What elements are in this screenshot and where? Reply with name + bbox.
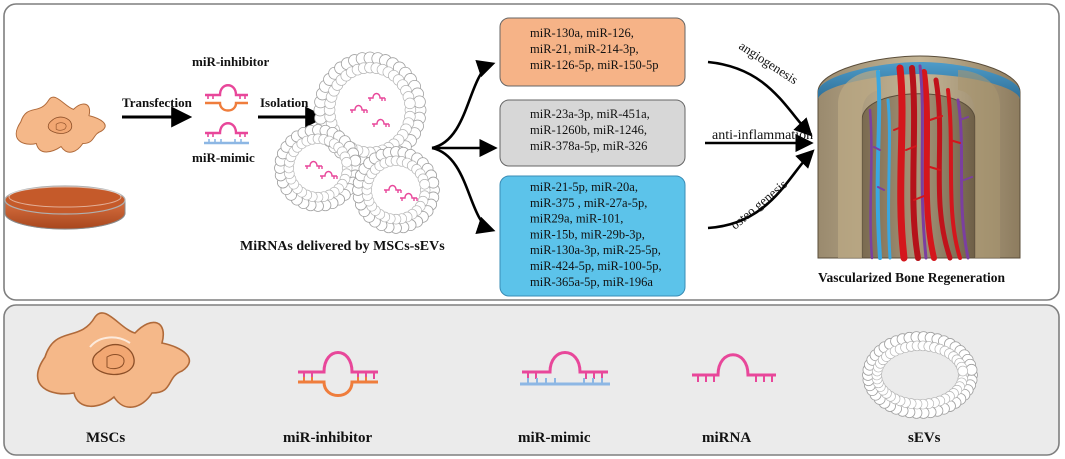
sevs-cluster xyxy=(274,51,440,234)
mirna-cargo-icon xyxy=(368,92,386,101)
mirna-cargo-icon xyxy=(372,118,390,127)
sev-vesicle xyxy=(862,331,978,419)
sev-vesicle xyxy=(352,146,440,234)
svg-text:miR-23a-3p, miR-451a,miR-1260b: miR-23a-3p, miR-451a, miR-1260b, miR-1246… xyxy=(530,107,650,153)
legend-mirna-icon xyxy=(692,353,776,382)
svg-text:miR-21-5p, miR-20a,miR-375 , m: miR-21-5p, miR-20a, miR-375 , miR-27a-5p,… xyxy=(530,180,662,289)
inflam-box-line: miR-378a-5p, miR-326 xyxy=(530,139,647,153)
effect-arrows xyxy=(705,60,815,230)
angio-box-line: miR-21, miR-214-3p, xyxy=(530,42,639,56)
mirna-cargo-icon xyxy=(305,160,323,169)
sev-vesicle xyxy=(274,124,362,212)
osteo-box-line: miR29a, miR-101, xyxy=(530,212,623,226)
anti-inflammation-box: miR-23a-3p, miR-451a, miR-1260b, miR-1246… xyxy=(499,99,686,167)
inflam-box-line: miR-23a-3p, miR-451a, xyxy=(530,107,650,121)
legend-mscs-icon xyxy=(37,312,191,408)
legend-mir-mimic-icon xyxy=(520,351,610,386)
legend-mir-inhibitor-icon xyxy=(298,351,378,397)
mir-mimic-label: miR-mimic xyxy=(192,150,255,165)
legend-mscs-label: MSCs xyxy=(86,430,125,446)
svg-text:miR-130a, miR-126,miR-21, miR-: miR-130a, miR-126, miR-21, miR-214-3p, miR… xyxy=(530,26,658,72)
mir-mimic-small-icon xyxy=(204,122,249,145)
vascularized-caption: Vascularized Bone Regeneration xyxy=(818,270,1005,285)
osteo-box-line: miR-375 , miR-27a-5p, xyxy=(530,196,647,210)
anti-inflammation-label: anti-inflammation xyxy=(712,128,813,143)
osteo-box-line: miR-365a-5p, miR-196a xyxy=(530,275,653,289)
msc-cell-icon xyxy=(15,96,106,153)
mirna-cargo-icon xyxy=(384,184,402,193)
osteo-box-line: miR-424-5p, miR-100-5p, xyxy=(530,259,662,273)
branch-arrows xyxy=(431,60,498,234)
mirna-cargo-icon xyxy=(400,192,418,201)
osteo-box-line: miR-130a-3p, miR-25-5p, xyxy=(530,243,661,257)
legend-panel xyxy=(3,304,1060,456)
petri-dish-icon xyxy=(4,185,126,230)
mir-inhibitor-small-icon xyxy=(205,84,248,112)
legend-mir-mimic-label: miR-mimic xyxy=(518,430,591,446)
mirna-cargo-icon xyxy=(320,170,338,179)
isolation-label: Isolation xyxy=(260,95,309,110)
mirna-cargo-icon xyxy=(350,104,368,113)
legend-mirna-label: miRNA xyxy=(702,430,751,446)
transfection-label: Transfection xyxy=(122,95,193,110)
osteo-box-line: miR-21-5p, miR-20a, xyxy=(530,180,638,194)
vascularized-bone-illustration xyxy=(817,55,1021,262)
delivered-caption: MiRNAs delivered by MSCs-sEVs xyxy=(240,239,445,254)
angio-box-line: miR-126-5p, miR-150-5p xyxy=(530,58,658,72)
inflam-box-line: miR-1260b, miR-1246, xyxy=(530,123,647,137)
angio-box-line: miR-130a, miR-126, xyxy=(530,26,634,40)
legend-sevs-label: sEVs xyxy=(908,430,941,446)
osteogenesis-box: miR-21-5p, miR-20a, miR-375 , miR-27a-5p,… xyxy=(499,175,686,297)
angiogenesis-box: miR-130a, miR-126, miR-21, miR-214-3p, miR… xyxy=(499,17,686,87)
legend-sevs-icon xyxy=(862,331,978,419)
legend-mir-inhibitor-label: miR-inhibitor xyxy=(283,430,373,446)
mir-inhibitor-label: miR-inhibitor xyxy=(192,54,270,69)
osteo-box-line: miR-15b, miR-29b-3p, xyxy=(530,227,645,241)
